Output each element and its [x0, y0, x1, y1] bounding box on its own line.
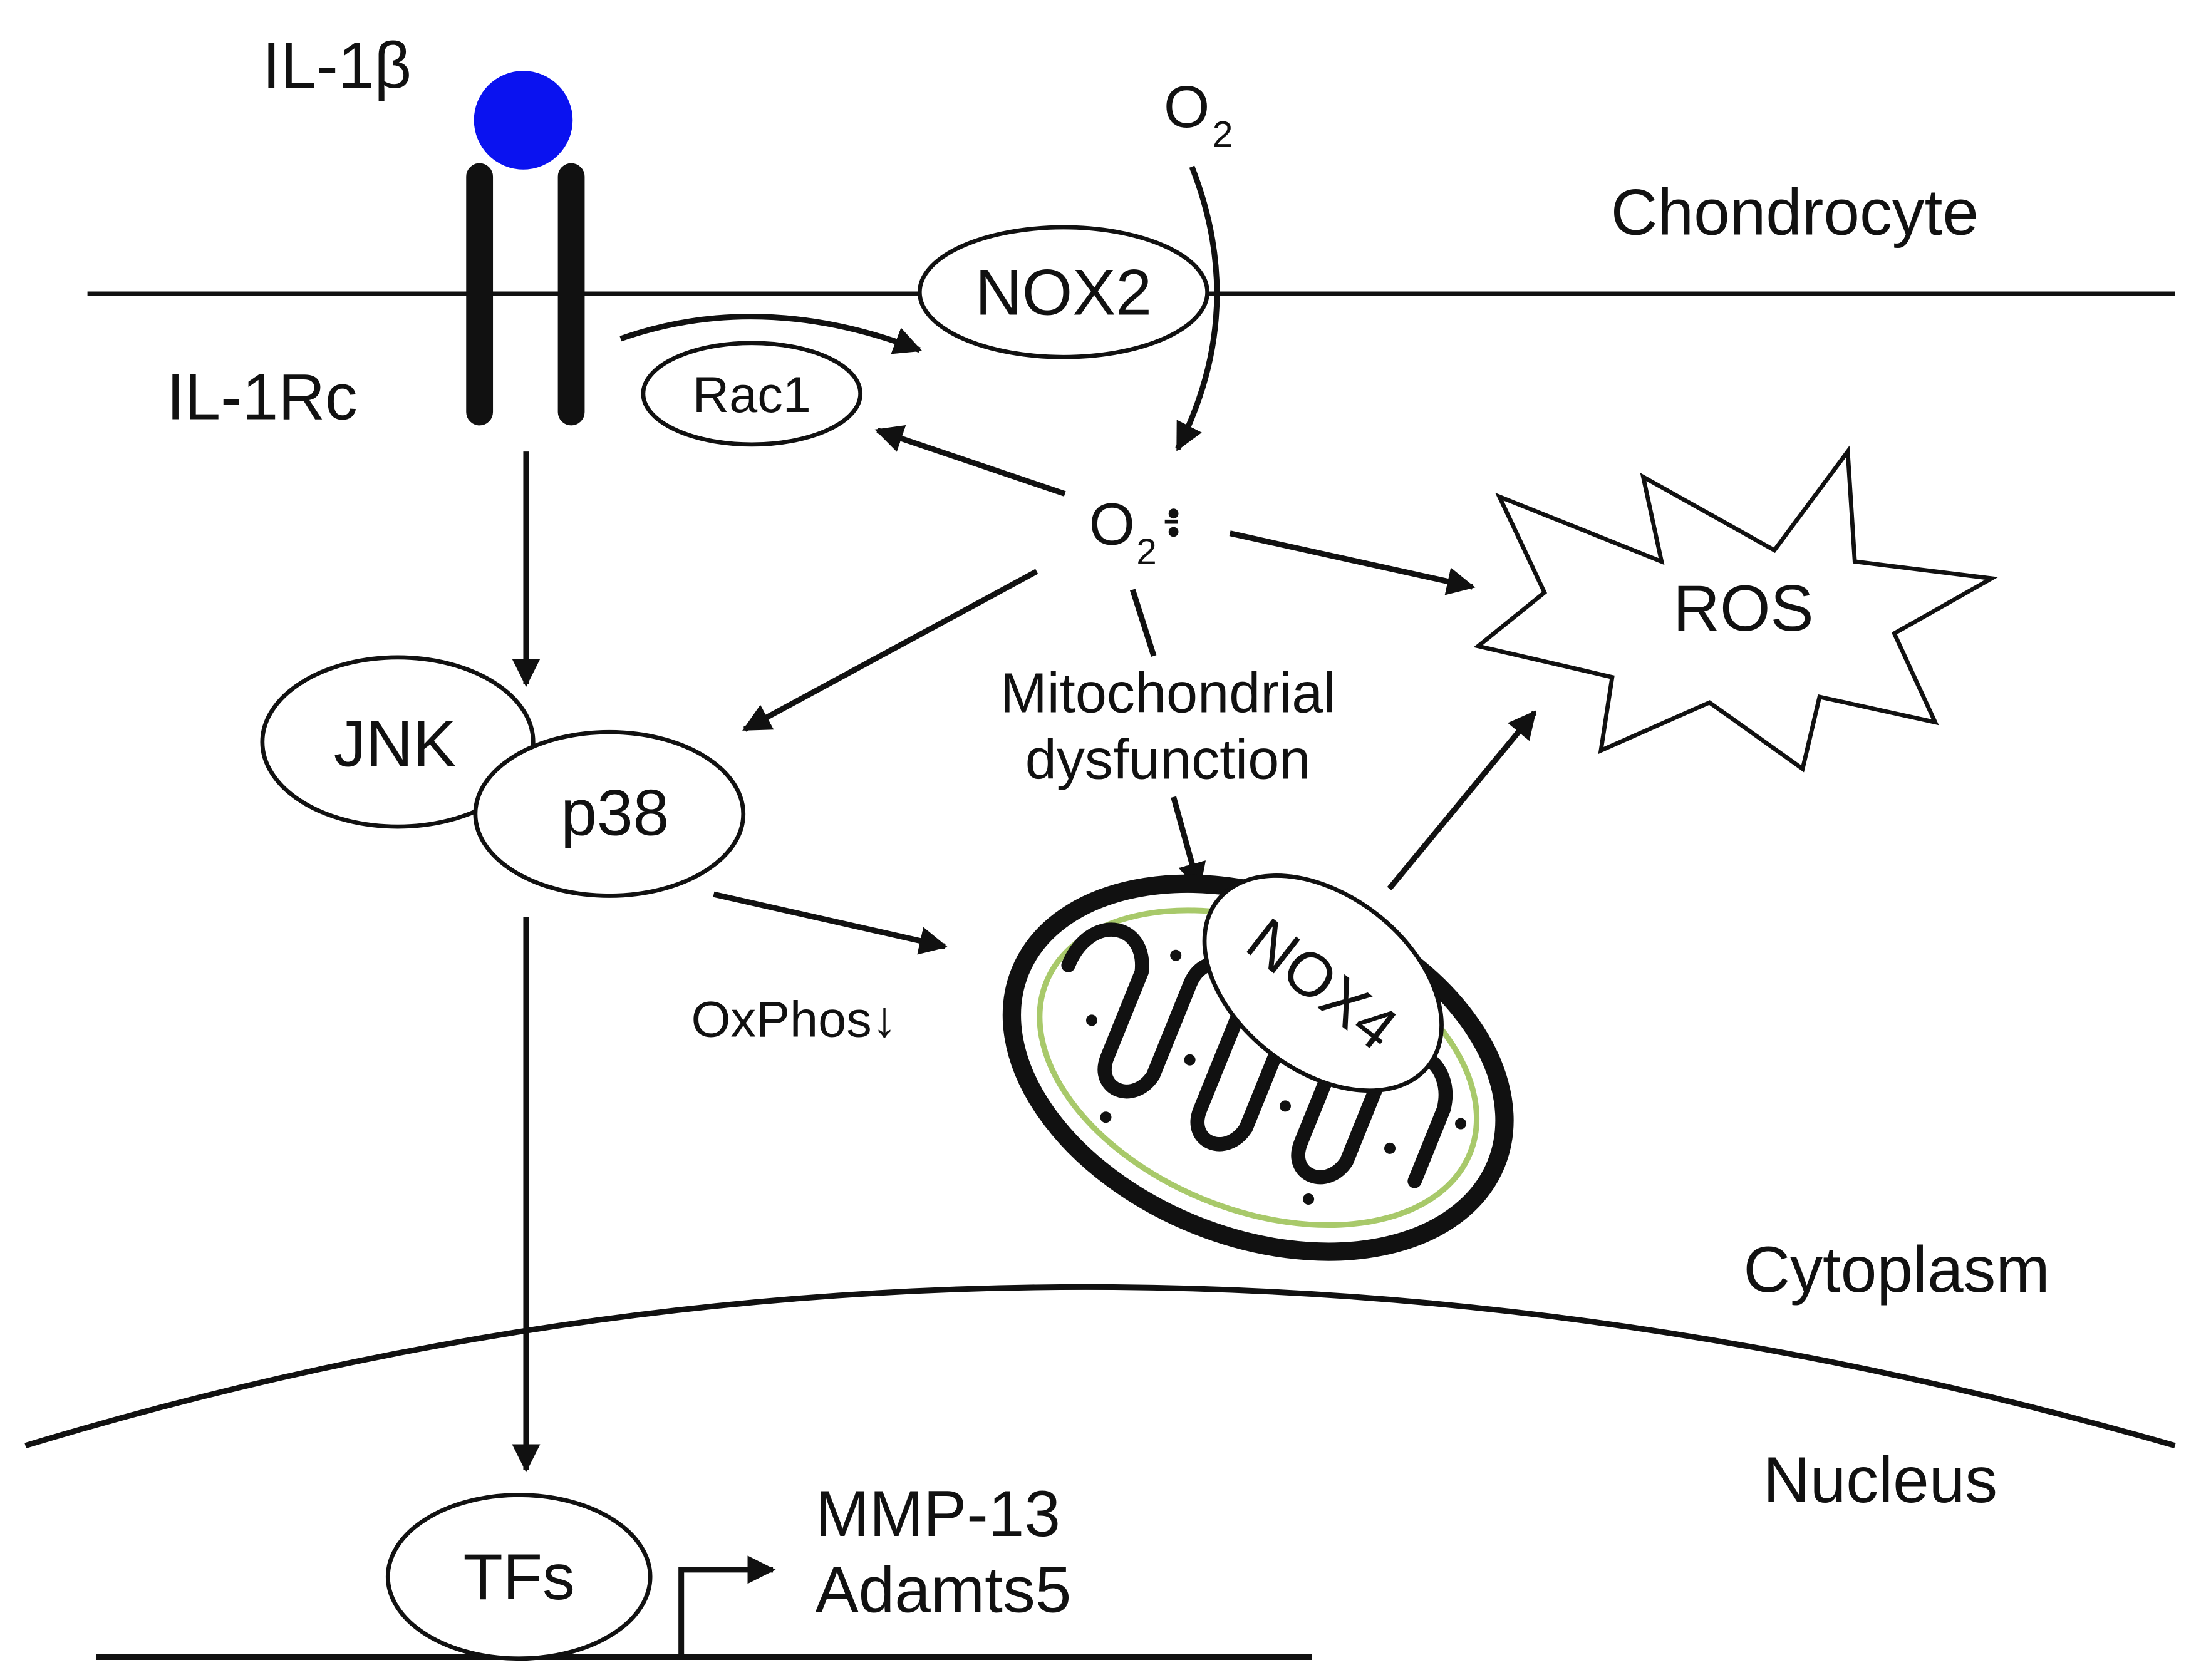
arrow-superoxide-to-jnk: [742, 569, 1038, 732]
nox4-ellipse: [1202, 873, 1444, 1093]
il1b-label: IL-1β: [262, 29, 412, 101]
arrow-superoxide-to-mito-top: [1129, 589, 1157, 657]
rac1-label: Rac1: [693, 367, 811, 423]
ros-label: ROS: [1673, 572, 1813, 644]
ros-starburst: [1473, 445, 1999, 773]
p38-ellipse: [473, 729, 746, 898]
nox2-ellipse: [917, 225, 1210, 359]
adamts5-label: Adamts5: [816, 1553, 1072, 1626]
nucleus-label: Nucleus: [1763, 1443, 1997, 1516]
cytoplasm-label: Cytoplasm: [1743, 1233, 2049, 1306]
transcription-arrow: [678, 1555, 776, 1657]
il1rc-label: IL-1Rc: [167, 360, 358, 433]
chondrocyte-label: Chondrocyte: [1611, 175, 1979, 248]
arrow-nox4-to-ros: [1387, 710, 1537, 891]
nuclear-envelope: [24, 1284, 2176, 1449]
superoxide-label: O2-: [1089, 488, 1180, 572]
tfs-label: TFs: [463, 1540, 575, 1613]
mmp13-label: MMP-13: [816, 1477, 1060, 1550]
arrow-superoxide-to-rac1: [874, 425, 1066, 497]
mito-dysfunction-line1: Mitochondrial: [1000, 662, 1336, 725]
jnk-label: JNK: [334, 707, 457, 780]
mitochondrion-cristae: [1061, 922, 1453, 1188]
nox2-label: NOX2: [975, 256, 1152, 329]
superoxide-radical-dot-1: [1168, 508, 1179, 519]
rac1-ellipse: [641, 341, 863, 447]
arrow-o2-to-superoxide: [1175, 165, 1220, 451]
arrow-superoxide-to-ros: [1229, 530, 1476, 595]
oxphos-label: OxPhos↓: [691, 992, 897, 1048]
superoxide-radical-dot-2: [1168, 527, 1179, 537]
arrow-receptor-to-nox2: [619, 314, 923, 354]
il1-receptor: [466, 163, 585, 426]
il1b-ligand: [474, 71, 573, 170]
arrow-mito-dysfunction-to-nox4: [1171, 796, 1206, 892]
jnk-ellipse: [260, 655, 536, 829]
tfs-ellipse: [385, 1493, 653, 1661]
p38-label: p38: [561, 776, 669, 849]
mito-dysfunction-line2: dysfunction: [1025, 728, 1311, 791]
arrow-p38-to-mitochondria: [713, 891, 948, 955]
